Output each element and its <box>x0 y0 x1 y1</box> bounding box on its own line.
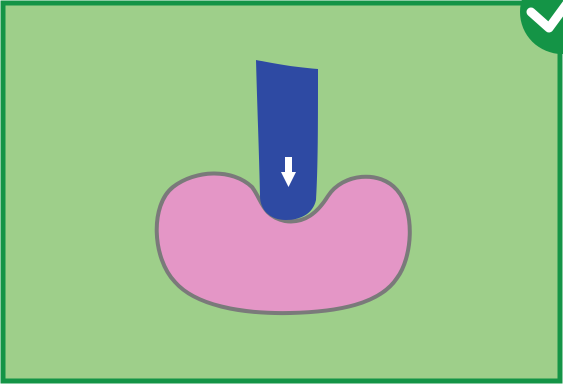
substrate-shape <box>256 60 318 220</box>
